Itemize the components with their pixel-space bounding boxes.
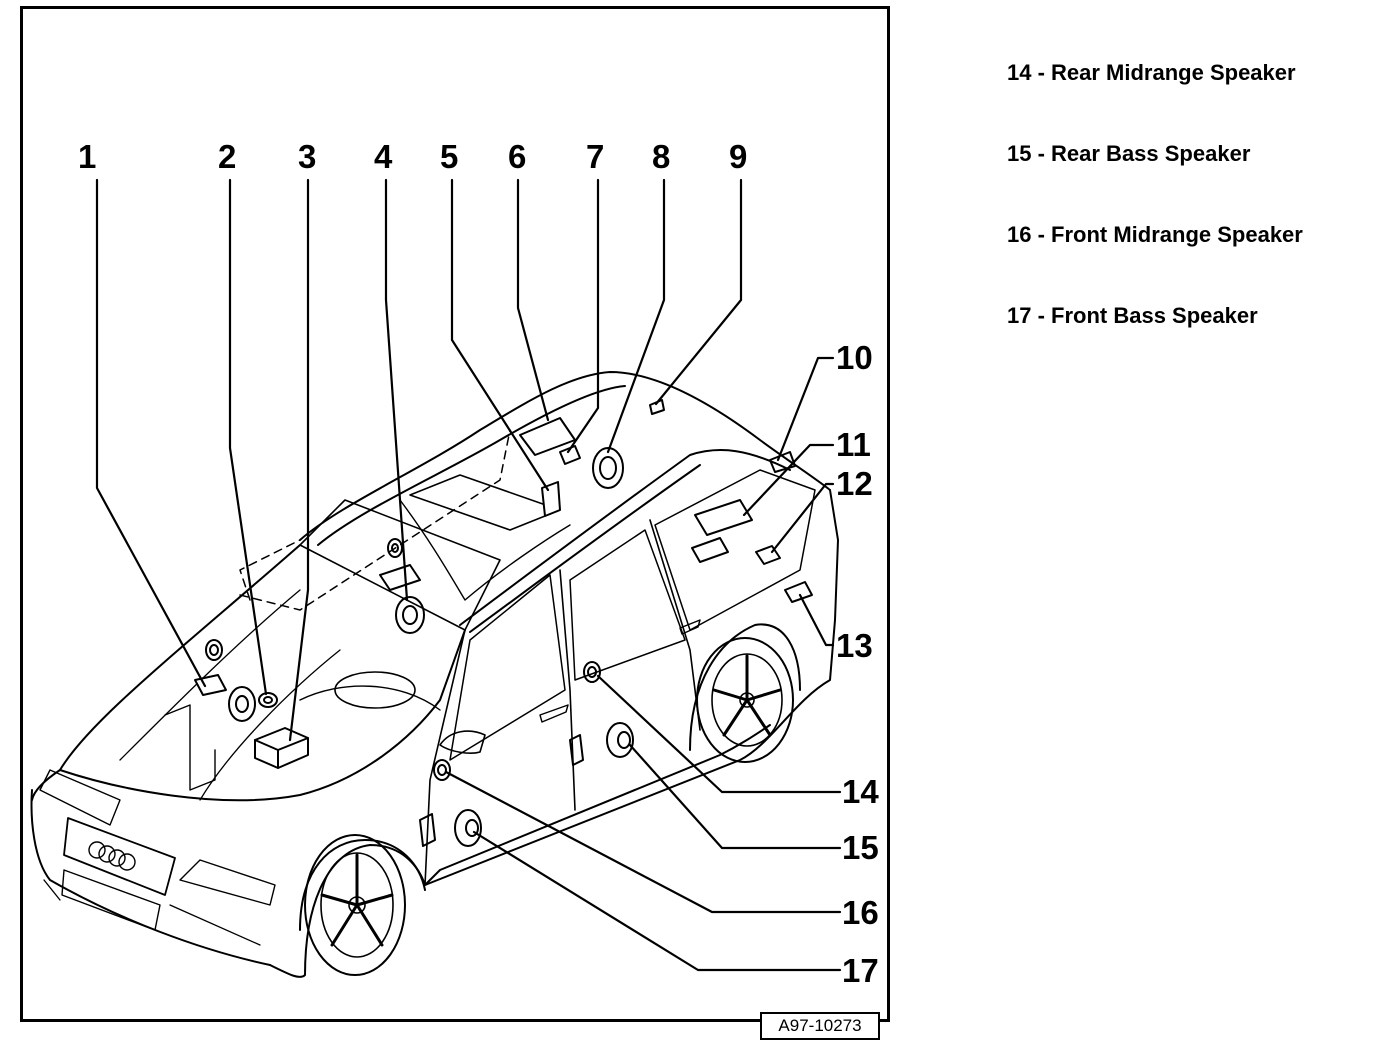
callout-9: 9	[729, 138, 747, 175]
callout-8: 8	[652, 138, 670, 175]
component-12	[755, 545, 781, 565]
callout-2: 2	[218, 138, 236, 175]
interior-wiring	[239, 429, 511, 611]
callout-4: 4	[374, 138, 393, 175]
car-body-outline	[30, 371, 839, 978]
callout-15: 15	[842, 829, 879, 866]
component-8	[592, 447, 624, 489]
component-14	[569, 661, 601, 766]
legend-item-14: 14 - Rear Midrange Speaker	[1007, 60, 1296, 85]
car-speaker-diagram: 1 2 3 4 5 6 7 8 9 10 11 12 13 14 15 16 1…	[30, 138, 879, 989]
callout-11: 11	[836, 426, 871, 463]
component-11	[691, 499, 753, 563]
component-17	[454, 809, 482, 847]
callout-5: 5	[440, 138, 458, 175]
callout-13: 13	[836, 627, 873, 664]
callout-3: 3	[298, 138, 316, 175]
callout-6: 6	[508, 138, 526, 175]
callout-10: 10	[836, 339, 873, 376]
component-10	[769, 451, 796, 473]
component-13	[784, 581, 813, 603]
callout-17: 17	[842, 952, 879, 989]
component-5	[541, 481, 561, 517]
component-4	[379, 564, 425, 634]
speaker-legend: 14 - Rear Midrange Speaker 15 - Rear Bas…	[1007, 56, 1367, 380]
callout-12: 12	[836, 465, 873, 502]
callout-7: 7	[586, 138, 604, 175]
amp-bracket-front	[164, 704, 216, 791]
front-midrange-speaker	[205, 538, 403, 722]
component-3	[254, 727, 309, 769]
callout-16: 16	[842, 894, 879, 931]
figure-reference: A97-10273	[760, 1012, 880, 1040]
legend-item-15: 15 - Rear Bass Speaker	[1007, 141, 1251, 166]
callout-14: 14	[842, 773, 879, 810]
callout-numbers: 1 2 3 4 5 6 7 8 9 10 11 12 13 14 15 16 1…	[78, 138, 879, 989]
callout-1: 1	[78, 138, 96, 175]
component-15	[606, 722, 634, 758]
legend-item-16: 16 - Front Midrange Speaker	[1007, 222, 1303, 247]
leader-lines	[95, 178, 842, 972]
component-2	[258, 692, 278, 708]
component-16	[419, 759, 451, 847]
legend-item-17: 17 - Front Bass Speaker	[1007, 303, 1258, 328]
